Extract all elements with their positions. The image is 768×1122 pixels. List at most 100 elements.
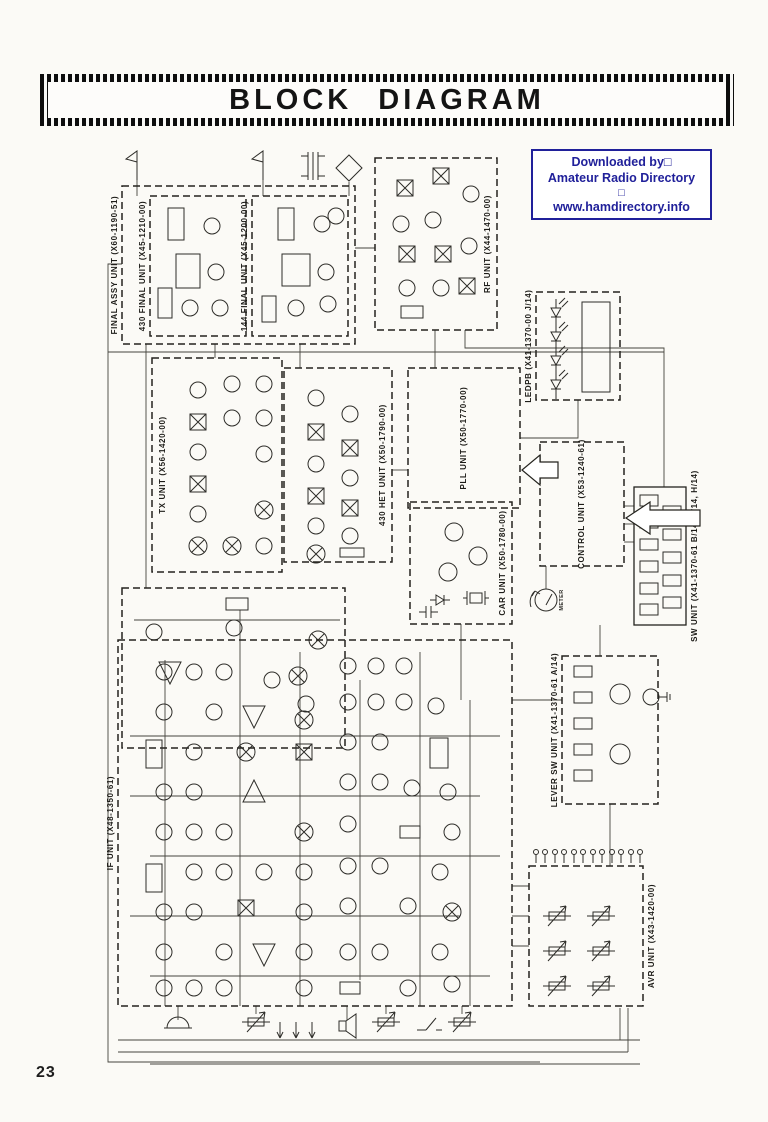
btn-symbol (573, 717, 593, 730)
c-symbol (215, 943, 233, 961)
vtext-symbol: METER (559, 589, 565, 610)
c-symbol (317, 263, 335, 281)
x-symbol (307, 487, 325, 505)
r-symbol (157, 287, 173, 319)
c-symbol (371, 857, 389, 875)
c-symbol (424, 211, 442, 229)
unit-label: IF UNIT (X48-1350-61) (106, 776, 115, 870)
hollow-arrow (521, 453, 559, 487)
r-symbol (145, 863, 163, 893)
unit-box (149, 195, 247, 337)
c-symbol (297, 695, 315, 713)
c-symbol (215, 823, 233, 841)
c-symbol (155, 903, 173, 921)
c-symbol (211, 299, 229, 317)
c-symbol (295, 943, 313, 961)
pot-symbol (587, 905, 615, 927)
svg-text:METER: METER (559, 589, 565, 610)
c-symbol (339, 773, 357, 791)
unit-box (151, 357, 283, 573)
xc-symbol (222, 536, 242, 556)
c-symbol (307, 455, 325, 473)
ant-symbol (124, 150, 138, 180)
c-symbol (439, 783, 457, 801)
btn-symbol (639, 538, 659, 551)
hollow-arrow (624, 500, 701, 536)
xc-symbol (294, 710, 314, 730)
unit-tx: TX UNIT (X56-1420-00) (151, 357, 283, 573)
c-symbol (319, 295, 337, 313)
pot-symbol (543, 940, 571, 962)
unit-label: AVR UNIT (X43-1420-00) (647, 884, 656, 988)
c-symbol (185, 743, 203, 761)
arrd-symbol (308, 1022, 316, 1039)
x-symbol (189, 475, 207, 493)
x-symbol (307, 423, 325, 441)
r-symbol (145, 739, 163, 769)
c-symbol (307, 517, 325, 535)
term-symbol (590, 849, 596, 863)
term-symbol (552, 849, 558, 863)
c-symbol (155, 979, 173, 997)
xc-symbol (294, 822, 314, 842)
t-symbol (252, 943, 276, 968)
unit-label: SW UNIT (X41-1370-61 B/14, E/14, H/14) (690, 470, 699, 642)
arrd-symbol (276, 1022, 284, 1039)
meter-symbol (529, 588, 558, 612)
c-symbol (339, 815, 357, 833)
r-symbol (277, 207, 295, 241)
x-symbol (432, 167, 450, 185)
xc-symbol (306, 544, 326, 564)
xc-symbol (188, 536, 208, 556)
jack-symbol (642, 688, 671, 706)
pot-symbol (587, 975, 615, 997)
pot-symbol (448, 1011, 476, 1033)
x-symbol (189, 413, 207, 431)
c-symbol (185, 823, 203, 841)
btn-symbol (639, 603, 659, 616)
c-symbol (399, 897, 417, 915)
btn-symbol (662, 574, 682, 587)
r-symbol (339, 981, 361, 995)
c-symbol (255, 863, 273, 881)
term-symbol (599, 849, 605, 863)
unit-box (407, 367, 521, 509)
c-symbol (367, 657, 385, 675)
unit-fm-sub (121, 587, 346, 749)
term-symbol (628, 849, 634, 863)
watermark-url-link[interactable]: www.hamdirectory.info (553, 199, 690, 214)
c-symbol (295, 979, 313, 997)
unit-ledpb: LEDPB (X41-1370-00 J/14) (524, 289, 621, 403)
r-symbol (399, 825, 421, 839)
unit-label: 144 FINAL UNIT (X45-1200-00) (240, 201, 249, 331)
x-symbol (398, 245, 416, 263)
c-symbol (223, 409, 241, 427)
unit-lever-sw: LEVER SW UNIT (X41-1370-61 A/14) (550, 653, 659, 808)
x-symbol (237, 899, 255, 917)
term-symbol (571, 849, 577, 863)
c-symbol (207, 263, 225, 281)
c-symbol (203, 217, 221, 235)
arrd-symbol (292, 1022, 300, 1039)
r-symbol (581, 301, 611, 393)
watermark-line3: □ (618, 186, 625, 199)
r-symbol (339, 547, 365, 558)
unit-label: CONTROL UNIT (X53-1240-61) (577, 439, 586, 569)
x-symbol (341, 499, 359, 517)
c-symbol (215, 663, 233, 681)
unit-box (528, 865, 644, 1007)
c-symbol (185, 903, 203, 921)
unit-car: CAR UNIT (X50-1780-00) (409, 501, 513, 625)
c-symbol (225, 619, 243, 637)
c-symbol (438, 562, 458, 582)
c-symbol (155, 823, 173, 841)
c-symbol (181, 299, 199, 317)
watermark-line1: Downloaded by□ (571, 155, 672, 169)
c-symbol (398, 279, 416, 297)
term-symbol (618, 849, 624, 863)
c-symbol (341, 527, 359, 545)
unit-label: LEVER SW UNIT (X41-1370-61 A/14) (550, 653, 559, 808)
unit-final-430: 430 FINAL UNIT (X45-1210-00) (138, 195, 247, 337)
c-symbol (327, 207, 345, 225)
